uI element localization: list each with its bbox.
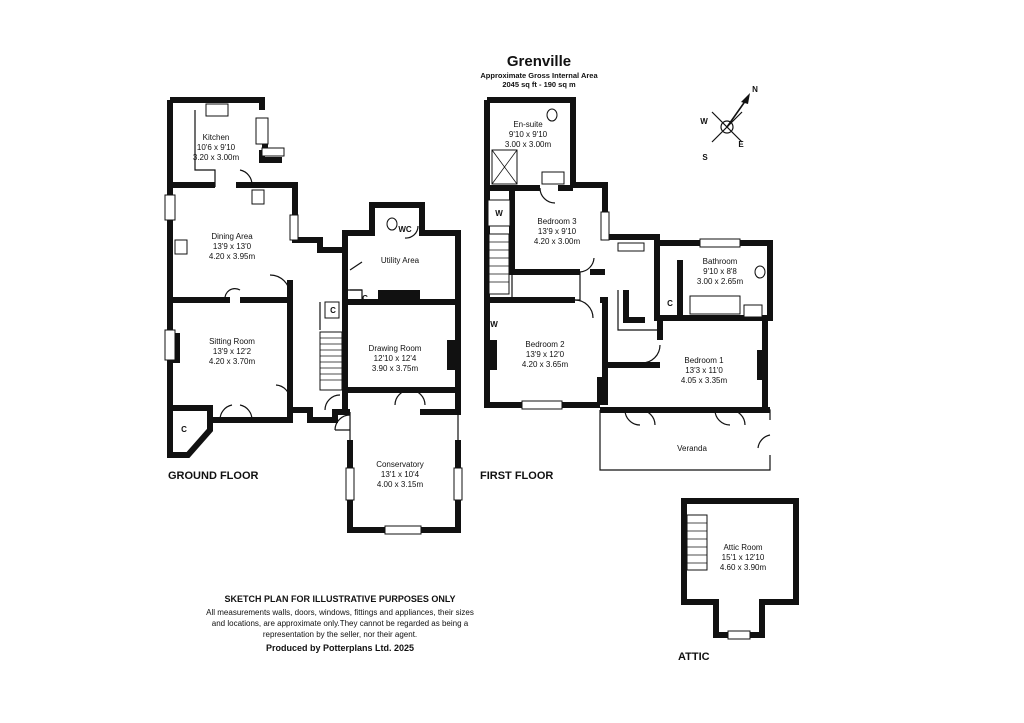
ground-cupboard-1: C — [181, 425, 187, 434]
compass-icon: N W E S — [700, 85, 758, 162]
plan-area: 2045 sq ft - 190 sq m — [502, 80, 576, 89]
svg-text:3.00 x 3.00m: 3.00 x 3.00m — [505, 140, 552, 149]
svg-text:En-suite: En-suite — [513, 120, 543, 129]
veranda-outline — [599, 409, 771, 471]
first-floor-label: FIRST FLOOR — [480, 470, 553, 482]
ensuite-toilet — [546, 108, 558, 122]
bathroom-label: Bathroom 9'10 x 8'8 3.00 x 2.65m — [697, 257, 744, 286]
attic-walls — [681, 498, 799, 638]
drawing-label: Drawing Room 12'10 x 12'4 3.90 x 3.75m — [369, 344, 422, 373]
svg-text:12'10 x 12'4: 12'10 x 12'4 — [374, 354, 417, 363]
attic-stairs — [686, 514, 708, 571]
wc-label: WC — [398, 225, 412, 234]
svg-text:9'10 x 8'8: 9'10 x 8'8 — [703, 267, 737, 276]
svg-text:13'9 x 12'2: 13'9 x 12'2 — [213, 347, 252, 356]
attic-floor-label: ATTIC — [678, 651, 710, 663]
svg-text:3.90 x 3.75m: 3.90 x 3.75m — [372, 364, 419, 373]
bedroom3-label: Bedroom 3 13'9 x 9'10 4.20 x 3.00m — [534, 217, 581, 246]
plan-title: Grenville — [507, 53, 571, 70]
first-floor — [484, 97, 773, 471]
svg-text:Sitting Room: Sitting Room — [209, 337, 255, 346]
ground-walls — [167, 97, 461, 458]
first-cupboard: C — [667, 299, 673, 308]
disclaimer-line-3: representation by the seller, nor their … — [263, 630, 417, 639]
svg-text:Bedroom 1: Bedroom 1 — [684, 356, 724, 365]
svg-text:Drawing Room: Drawing Room — [369, 344, 422, 353]
kitchen-sink — [205, 103, 229, 117]
svg-text:3.00 x 2.65m: 3.00 x 2.65m — [697, 277, 744, 286]
svg-text:9'10 x 9'10: 9'10 x 9'10 — [509, 130, 548, 139]
svg-text:4.20 x 3.95m: 4.20 x 3.95m — [209, 252, 256, 261]
sitting-label: Sitting Room 13'9 x 12'2 4.20 x 3.70m — [209, 337, 256, 366]
utility-counter — [378, 290, 420, 302]
ground-stairs — [319, 331, 343, 391]
svg-text:13'9 x 9'10: 13'9 x 9'10 — [538, 227, 577, 236]
compass-w: W — [700, 117, 708, 126]
svg-text:13'9 x 13'0: 13'9 x 13'0 — [213, 242, 252, 251]
first-wardrobe-2: W — [490, 320, 498, 329]
bath-tub — [689, 295, 741, 315]
bedroom2-label: Bedroom 2 13'9 x 12'0 4.20 x 3.65m — [522, 340, 569, 369]
kitchen-label: Kitchen 10'6 x 9'10 3.20 x 3.00m — [193, 133, 240, 162]
kitchen-hob — [251, 189, 265, 205]
compass-s: S — [702, 153, 708, 162]
svg-text:13'1 x 10'4: 13'1 x 10'4 — [381, 470, 420, 479]
ground-cupboard-3: C — [362, 294, 368, 303]
disclaimer-credit: Produced by Potterplans Ltd. 2025 — [266, 643, 414, 653]
svg-text:Kitchen: Kitchen — [203, 133, 230, 142]
compass-e: E — [738, 140, 744, 149]
svg-text:Dining Area: Dining Area — [211, 232, 253, 241]
sitting-fireplace — [172, 333, 180, 363]
svg-text:Conservatory: Conservatory — [376, 460, 424, 469]
svg-text:4.20 x 3.00m: 4.20 x 3.00m — [534, 237, 581, 246]
svg-text:4.20 x 3.70m: 4.20 x 3.70m — [209, 357, 256, 366]
svg-text:4.60 x 3.90m: 4.60 x 3.90m — [720, 563, 767, 572]
ensuite-label: En-suite 9'10 x 9'10 3.00 x 3.00m — [505, 120, 552, 149]
plan-subtitle: Approximate Gross Internal Area — [480, 71, 598, 80]
wc-toilet — [386, 217, 398, 231]
svg-text:Bedroom 3: Bedroom 3 — [537, 217, 577, 226]
svg-text:10'6 x 9'10: 10'6 x 9'10 — [197, 143, 236, 152]
compass-n: N — [752, 85, 758, 94]
first-wardrobe-1: W — [495, 209, 503, 218]
svg-text:15'1 x 12'10: 15'1 x 12'10 — [722, 553, 765, 562]
dining-label: Dining Area 13'9 x 13'0 4.20 x 3.95m — [209, 232, 256, 261]
ground-floor-label: GROUND FLOOR — [168, 470, 258, 482]
conservatory-label: Conservatory 13'1 x 10'4 4.00 x 3.15m — [376, 460, 424, 489]
bathroom-toilet — [754, 265, 766, 279]
svg-text:Attic Room: Attic Room — [723, 543, 762, 552]
ground-floor — [164, 97, 463, 535]
first-stairs — [488, 233, 510, 295]
svg-text:4.20 x 3.65m: 4.20 x 3.65m — [522, 360, 569, 369]
disclaimer-line-1: All measurements walls, doors, windows, … — [206, 608, 474, 617]
svg-text:Bathroom: Bathroom — [703, 257, 738, 266]
disclaimer-heading: SKETCH PLAN FOR ILLUSTRATIVE PURPOSES ON… — [224, 594, 455, 604]
attic-floor — [681, 498, 799, 640]
veranda-label: Veranda — [677, 444, 707, 453]
ground-cupboard-2: C — [330, 306, 336, 315]
utility-label: Utility Area — [381, 256, 420, 265]
svg-text:13'3 x 11'0: 13'3 x 11'0 — [685, 366, 723, 375]
disclaimer-line-2: and locations, are approximate only.They… — [212, 619, 469, 628]
svg-text:Bedroom 2: Bedroom 2 — [525, 340, 565, 349]
svg-text:4.05 x 3.35m: 4.05 x 3.35m — [681, 376, 728, 385]
drawing-fireplace — [447, 340, 455, 370]
ensuite-basin — [541, 171, 565, 185]
bedroom1-label: Bedroom 1 13'3 x 11'0 4.05 x 3.35m — [681, 356, 728, 385]
svg-text:3.20 x 3.00m: 3.20 x 3.00m — [193, 153, 240, 162]
svg-text:13'9 x 12'0: 13'9 x 12'0 — [526, 350, 565, 359]
attic-label: Attic Room 15'1 x 12'10 4.60 x 3.90m — [720, 543, 767, 572]
svg-text:4.00 x 3.15m: 4.00 x 3.15m — [377, 480, 424, 489]
